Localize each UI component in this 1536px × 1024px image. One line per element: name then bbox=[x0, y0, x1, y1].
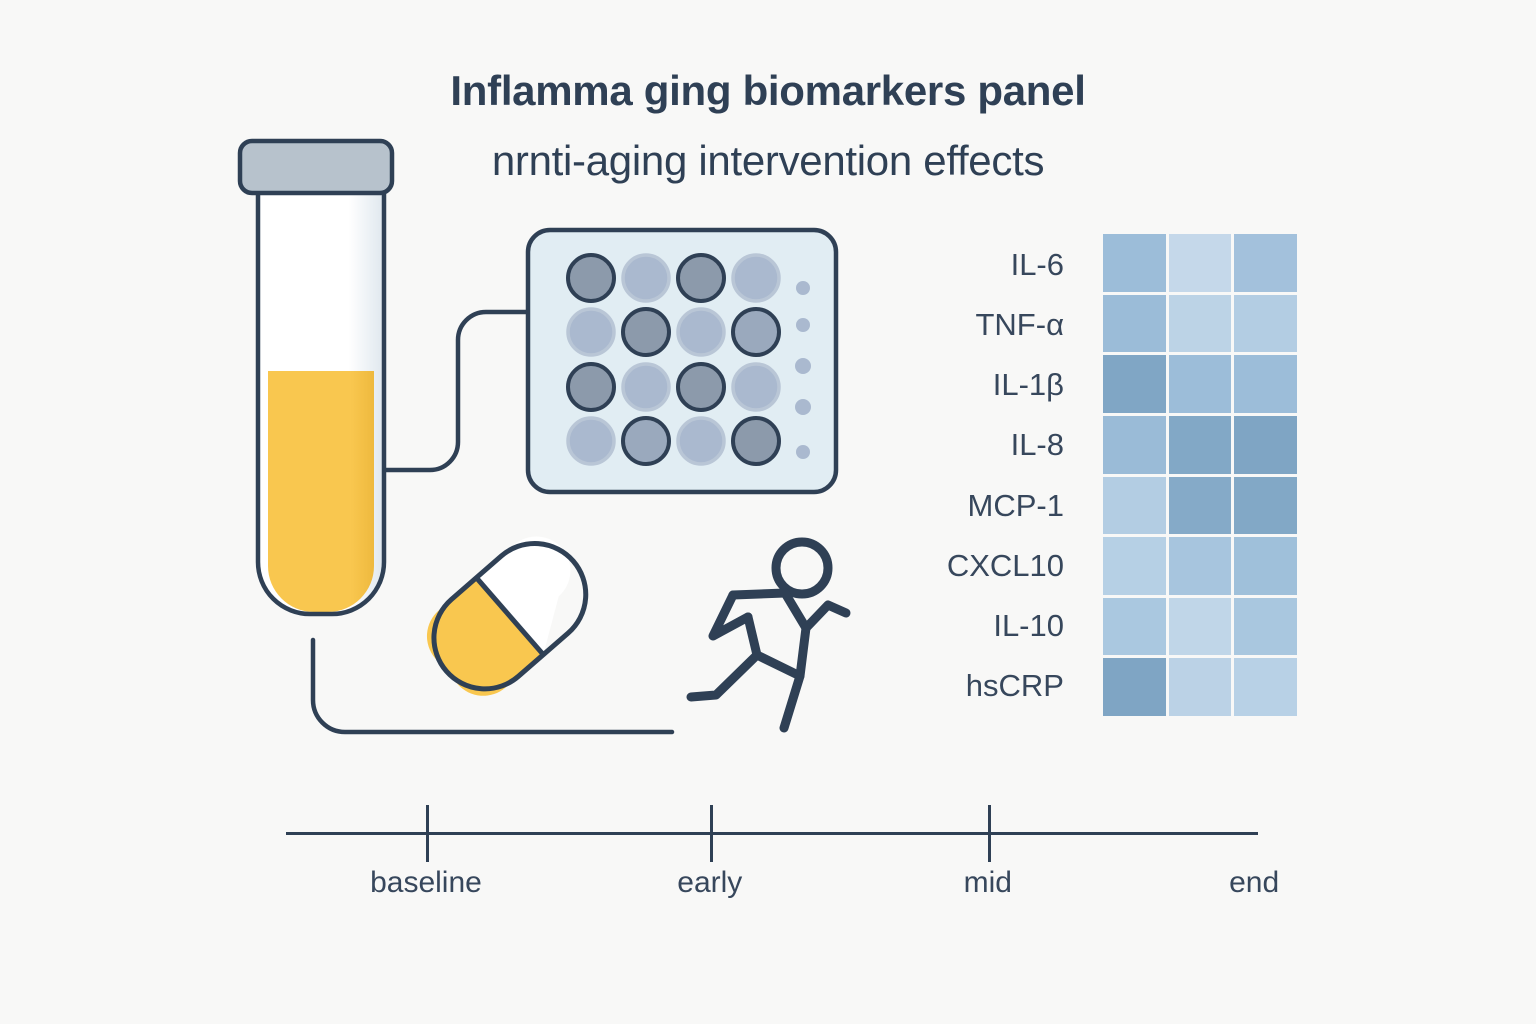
heatmap-row-label: IL-6 bbox=[1010, 246, 1064, 282]
heatmap-cell bbox=[1103, 415, 1166, 474]
timeline-label: mid bbox=[963, 866, 1012, 899]
capsule-pill-icon bbox=[426, 536, 589, 696]
heatmap-row-label: hsCRP bbox=[965, 668, 1064, 704]
heatmap-row-label: TNF-α bbox=[975, 306, 1064, 342]
test-tube-icon bbox=[237, 138, 395, 617]
heatmap-cell bbox=[1103, 597, 1166, 656]
heatmap-cell bbox=[1103, 234, 1166, 292]
heatmap-cell bbox=[1103, 355, 1166, 413]
timeline-tick bbox=[709, 805, 713, 862]
timeline-label: early bbox=[677, 866, 743, 899]
heatmap-cell bbox=[1103, 658, 1166, 716]
heatmap-cell bbox=[1234, 234, 1297, 292]
connector-tube-to-runner bbox=[310, 637, 675, 735]
timeline-label: baseline bbox=[370, 866, 482, 899]
heatmap-row-label: IL-8 bbox=[1010, 427, 1064, 463]
heatmap-row-labels: IL-6 TNF-α IL-1β IL-8 MCP-1 CXCL10 IL-10… bbox=[900, 234, 1078, 716]
heatmap-cell bbox=[1234, 355, 1297, 413]
heatmap-cell bbox=[1168, 537, 1232, 595]
heatmap-cell bbox=[1103, 294, 1166, 353]
heatmap-cell bbox=[1168, 355, 1232, 413]
heatmap-row-label: IL-1β bbox=[992, 367, 1064, 403]
heatmap-cell bbox=[1234, 476, 1297, 535]
heatmap-row-label: MCP-1 bbox=[967, 487, 1064, 523]
heatmap-cell bbox=[1234, 537, 1297, 595]
test-tube-cap bbox=[237, 138, 395, 196]
connector-tube-to-plate bbox=[381, 309, 531, 473]
heatmap-cell bbox=[1103, 476, 1166, 535]
test-tube-liquid bbox=[268, 371, 374, 612]
timeline-tick bbox=[987, 805, 991, 862]
heatmap-cell bbox=[1168, 234, 1232, 292]
timeline-label: end bbox=[1229, 866, 1280, 899]
heatmap-grid bbox=[1103, 234, 1297, 716]
heatmap-row-label: IL-10 bbox=[993, 608, 1064, 644]
heatmap-cell bbox=[1168, 476, 1232, 535]
timeline-axis: baseline early mid end bbox=[286, 800, 1279, 920]
heatmap-cell bbox=[1168, 415, 1232, 474]
well-plate-icon bbox=[525, 227, 839, 495]
timeline-baseline-rule bbox=[286, 832, 1258, 835]
heatmap-cell bbox=[1168, 597, 1232, 656]
heatmap-cell bbox=[1234, 294, 1297, 353]
heatmap-cell bbox=[1234, 658, 1297, 716]
heatmap-cell bbox=[1168, 294, 1232, 353]
heatmap-cell bbox=[1234, 415, 1297, 474]
timeline-tick bbox=[425, 805, 429, 862]
heatmap-cell bbox=[1234, 597, 1297, 656]
heatmap-cell bbox=[1168, 658, 1232, 716]
heatmap-cell bbox=[1103, 537, 1166, 595]
running-person-icon bbox=[686, 537, 851, 733]
heatmap-row-label: CXCL10 bbox=[946, 547, 1064, 583]
